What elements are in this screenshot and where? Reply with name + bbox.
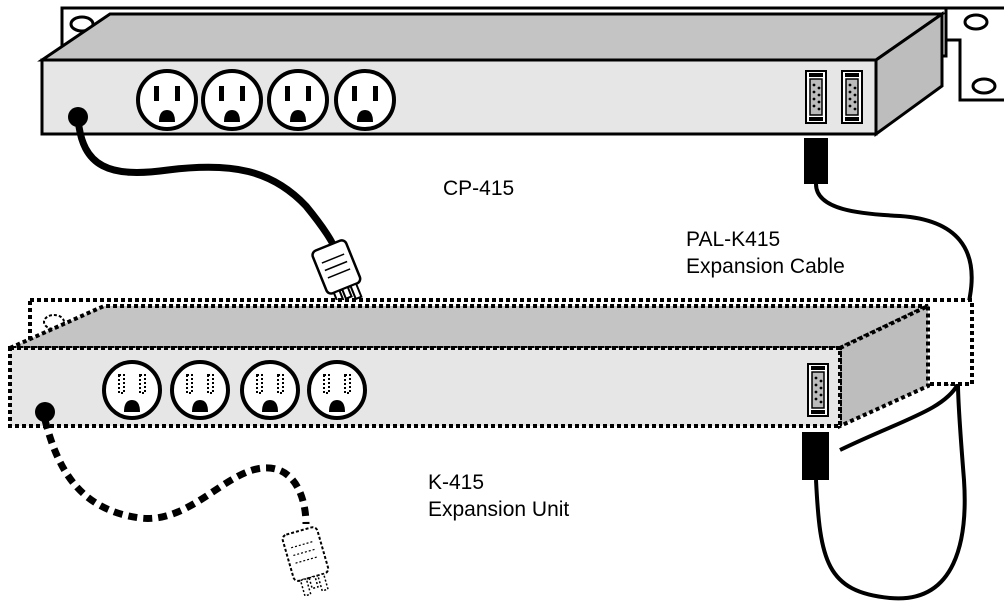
cp415-power-plug [311, 239, 363, 308]
cp415-unit [37, 6, 1004, 137]
expansion-cable [802, 138, 974, 601]
k415-top-face [9, 304, 929, 350]
cp415-outlet [267, 69, 329, 131]
k415-label-line2: Expansion Unit [428, 498, 570, 521]
k415-side-face [838, 302, 930, 430]
cable-bottom-connector [802, 432, 829, 480]
k415-power-cord [35, 402, 330, 597]
k415-outlet [170, 360, 230, 420]
cp415-serial-port-2 [841, 70, 863, 124]
k415-outlet [307, 360, 367, 420]
k415-power-plug [281, 526, 330, 597]
k415-outlet [102, 360, 162, 420]
cp415-outlet [201, 69, 263, 131]
cp415-label: CP-415 [443, 177, 515, 200]
cable-label-line1: PAL-K415 [686, 228, 781, 251]
cp415-power-cord [68, 107, 363, 308]
k415-serial-port [807, 363, 829, 417]
cable-label-line2: Expansion Cable [686, 255, 845, 278]
cp415-outlet [136, 69, 198, 131]
cp415-top-face [37, 12, 947, 62]
k415-unit [8, 298, 974, 430]
cable-top-connector [804, 138, 828, 184]
k415-label-line1: K-415 [428, 471, 485, 494]
cp415-outlet [334, 69, 396, 131]
cp415-serial-port-1 [805, 70, 827, 124]
k415-outlet [240, 360, 300, 420]
